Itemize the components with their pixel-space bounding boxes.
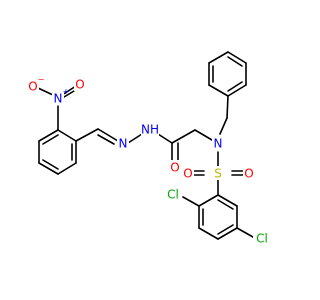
- atom-chlorine-2: Cl: [253, 231, 271, 246]
- atom-sulfonyl-o-left: O: [182, 166, 194, 181]
- atom-label: O: [244, 167, 253, 181]
- bond: [198, 227, 219, 240]
- atom-nitro-n: N +: [52, 87, 69, 106]
- atom-label-n: N: [141, 123, 150, 137]
- atom-chlorine-1: Cl: [164, 187, 182, 202]
- bond: [171, 129, 196, 144]
- bond: [194, 129, 213, 141]
- molecule-canvas: N + O − O N NH O N S: [27, 51, 271, 246]
- bond: [97, 134, 115, 145]
- bond: [57, 129, 77, 142]
- bond: [217, 224, 234, 235]
- bond: [97, 128, 119, 142]
- bond: [217, 227, 238, 240]
- atom-label: O: [170, 161, 179, 175]
- bond: [127, 133, 143, 144]
- bond: [42, 134, 59, 145]
- bond: [57, 162, 77, 175]
- atom-label: O: [28, 80, 37, 94]
- atom-label: Cl: [256, 232, 268, 246]
- bond: [182, 196, 200, 207]
- bond: [198, 194, 219, 207]
- structure-diagram: N + O − O N NH O N S: [27, 51, 271, 246]
- bond: [75, 128, 99, 142]
- bond: [226, 95, 229, 119]
- atom-nitro-o1: O −: [27, 75, 44, 94]
- atom-label: Cl: [167, 188, 179, 202]
- bond: [157, 133, 173, 144]
- atom-label: O: [75, 78, 84, 92]
- charge-label: −: [38, 75, 45, 84]
- bond: [208, 84, 229, 97]
- bond: [227, 81, 243, 92]
- bond: [217, 199, 234, 210]
- bond: [219, 117, 228, 135]
- atom-label: N: [214, 137, 223, 151]
- atom-carbonyl-o: O: [169, 160, 181, 175]
- bond: [208, 51, 229, 64]
- atom-sulfur: S: [212, 166, 224, 181]
- atom-sulfonyl-o-right: O: [243, 166, 255, 181]
- bond: [227, 51, 247, 64]
- atom-label: S: [214, 167, 222, 181]
- bond: [38, 129, 59, 142]
- bond: [61, 85, 77, 96]
- atom-label: O: [183, 167, 192, 181]
- atom-imine-n: N: [117, 136, 129, 151]
- bond: [42, 159, 59, 170]
- atom-nitro-o2: O: [74, 77, 86, 92]
- atom-amine-n: N: [212, 136, 224, 151]
- bond-layer: [37, 51, 254, 240]
- bond: [236, 227, 254, 238]
- charge-label: +: [63, 87, 70, 96]
- bond: [227, 56, 243, 67]
- atom-label-h: H: [150, 123, 159, 137]
- bond: [38, 162, 59, 175]
- atom-label: N: [119, 137, 128, 151]
- atom-label: NH: [141, 123, 159, 137]
- bond: [227, 84, 247, 97]
- atom-label: N: [54, 92, 63, 106]
- atom-label-layer: N + O − O N NH O N S: [27, 75, 271, 246]
- atom-hydrazide-nh: NH: [141, 122, 159, 137]
- bond: [37, 87, 54, 96]
- bond: [217, 194, 238, 207]
